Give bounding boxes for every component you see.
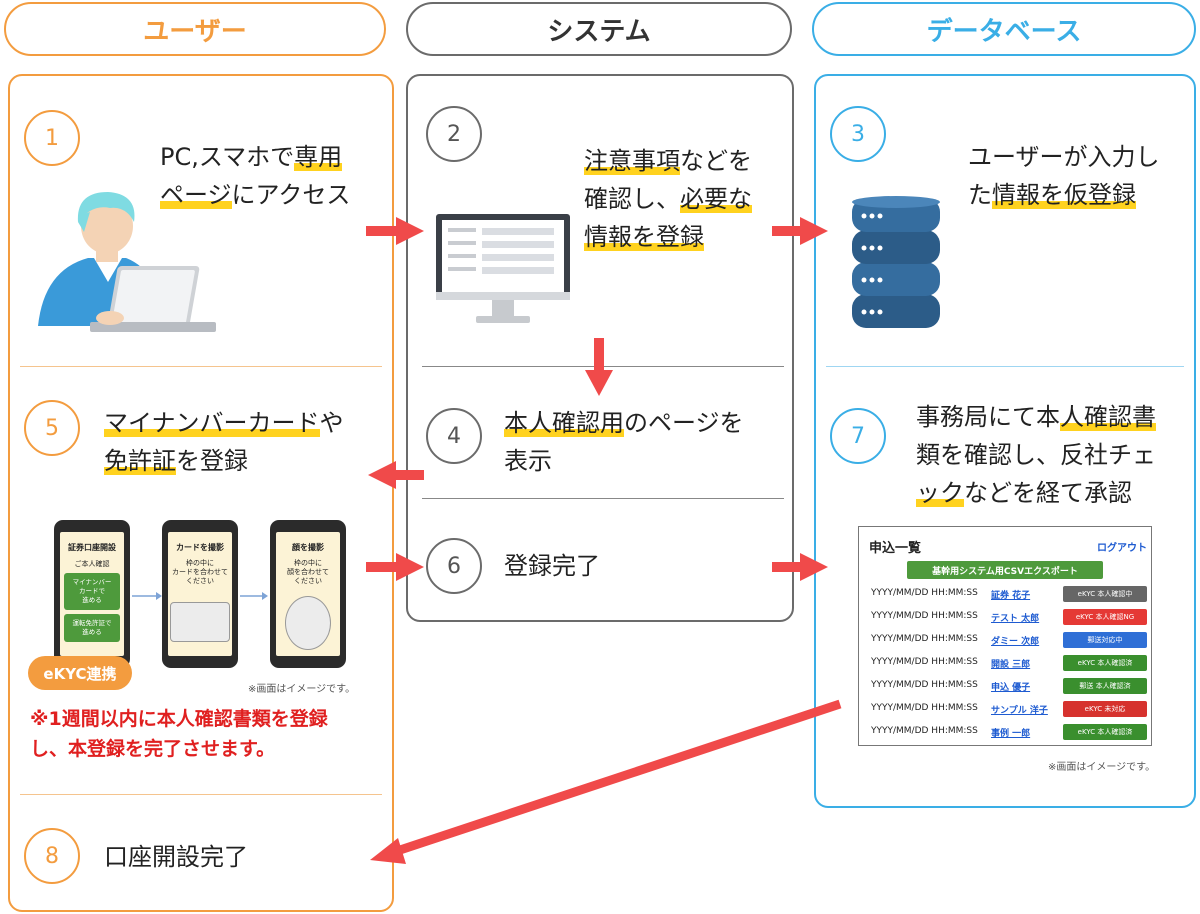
table-row: YYYY/MM/DD HH:MM:SS ダミー 次郎 郵送対応中 [859,631,1149,651]
row-timestamp: YYYY/MM/DD HH:MM:SS [871,588,978,598]
logout-link[interactable]: ログアウト [1097,543,1147,554]
lane-header-system: システム [406,2,792,56]
step-5-text: マイナンバーカードや 免許証を登録 [104,409,344,475]
warning-text: ※1週間以内に本人確認書類を登録 し、本登録を完了させます。 [30,708,328,760]
image-note-db: ※画面はイメージです。 [1048,762,1156,773]
arrow-7-to-8 [370,699,842,864]
arrow-2-to-3 [772,217,828,245]
arrow-6-to-7 [772,553,828,581]
status-badge: eKYC 本人確認済 [1063,724,1147,740]
license-button[interactable]: 運転免許証で 進める [64,614,120,642]
lane-header-database: データベース [812,2,1196,56]
phone-mockup-face: 顔を撮影 枠の中に 顔を合わせて ください [270,520,346,668]
divider-db-1 [826,366,1184,367]
lane-header-user: ユーザー [4,2,386,56]
phone-1-subtitle: ご本人確認 [74,560,110,568]
table-row: YYYY/MM/DD HH:MM:SS テスト 太郎 eKYC 本人確認NG [859,608,1149,628]
admin-panel-title: 申込一覧 [869,541,922,556]
status-badge: eKYC 本人確認済 [1063,655,1147,671]
step-2-text: 注意事項などを 確認し、必要な 情報を登録 [584,147,752,251]
row-name-link[interactable]: 証券 花子 [991,591,1031,601]
step-4-number: 4 [426,408,482,464]
monitor-icon [436,214,570,323]
row-name-link[interactable]: サンプル 洋子 [991,706,1048,716]
admin-panel: 申込一覧 ログアウト 基幹用システム用CSVエクスポート YYYY/MM/DD … [858,526,1152,746]
mynumber-button[interactable]: マイナンバー カードで 進める [64,573,120,610]
table-row: YYYY/MM/DD HH:MM:SS 申込 優子 郵送 本人確認済 [859,677,1149,697]
phone-1-title: 証券口座開設 [68,543,116,552]
status-badge: 郵送 本人確認済 [1063,678,1147,694]
step-3-text: ユーザーが入力し た情報を仮登録 [968,143,1160,209]
phone-flow-arrows [132,592,268,600]
table-row: YYYY/MM/DD HH:MM:SS 開設 三郎 eKYC 本人確認済 [859,654,1149,674]
row-name-link[interactable]: テスト 太郎 [991,614,1040,624]
image-note-user: ※画面はイメージです。 [248,684,356,695]
divider-user-1 [20,366,382,367]
row-timestamp: YYYY/MM/DD HH:MM:SS [871,611,978,621]
table-row: YYYY/MM/DD HH:MM:SS 証券 花子 eKYC 本人確認中 [859,585,1149,605]
row-name-link[interactable]: 事例 一郎 [991,729,1031,739]
arrow-1-to-2 [366,217,424,245]
phone-3-title: 顔を撮影 [292,543,324,552]
person-laptop-icon [38,192,216,332]
divider-system-2 [422,498,784,499]
row-name-link[interactable]: 開設 三郎 [991,660,1031,670]
step-1-number: 1 [24,110,80,166]
phone-mockup-account: 証券口座開設 ご本人確認 マイナンバー カードで 進める 運転免許証で 進める [54,520,130,668]
database-server-icon [852,196,940,328]
step-2-number: 2 [426,106,482,162]
divider-user-2 [20,794,382,795]
table-row: YYYY/MM/DD HH:MM:SS 事例 一郎 eKYC 本人確認済 [859,723,1149,743]
step-7-text: 事務局にて本人確認書 類を確認し、反社チェ ックなどを経て承認 [916,403,1156,507]
step-3-number: 3 [830,106,886,162]
step-1-text: PC,スマホで専用 ページにアクセス [160,143,351,209]
row-name-link[interactable]: 申込 優子 [991,683,1031,693]
arrow-2-to-4 [585,338,613,396]
phone-2-title: カードを撮影 [176,543,224,552]
row-timestamp: YYYY/MM/DD HH:MM:SS [871,726,978,736]
phone-3-subtitle: 枠の中に 顔を合わせて ください [287,559,329,585]
phone-mockup-card: カードを撮影 枠の中に カードを合わせて ください [162,520,238,668]
status-badge: eKYC 本人確認中 [1063,586,1147,602]
arrow-4-to-5 [368,461,424,489]
row-timestamp: YYYY/MM/DD HH:MM:SS [871,634,978,644]
step-6-number: 6 [426,538,482,594]
csv-export-button[interactable]: 基幹用システム用CSVエクスポート [907,561,1103,579]
arrow-5-to-6 [366,553,424,581]
row-timestamp: YYYY/MM/DD HH:MM:SS [871,657,978,667]
table-row: YYYY/MM/DD HH:MM:SS サンプル 洋子 eKYC 未対応 [859,700,1149,720]
card-frame [170,602,230,642]
phone-2-subtitle: 枠の中に カードを合わせて ください [172,559,228,585]
ekyc-badge: eKYC連携 [28,656,132,690]
status-badge: 郵送対応中 [1063,632,1147,648]
step-7-number: 7 [830,408,886,464]
row-name-link[interactable]: ダミー 次郎 [991,637,1040,647]
step-4-text: 本人確認用のページを 表示 [504,409,744,475]
step-6-text: 登録完了 [504,552,600,580]
status-badge: eKYC 本人確認NG [1063,609,1147,625]
row-timestamp: YYYY/MM/DD HH:MM:SS [871,680,978,690]
row-timestamp: YYYY/MM/DD HH:MM:SS [871,703,978,713]
lane-user [8,74,394,912]
step-5-number: 5 [24,400,80,456]
step-8-text: 口座開設完了 [104,843,248,871]
step-8-number: 8 [24,828,80,884]
status-badge: eKYC 未対応 [1063,701,1147,717]
face-frame [285,596,331,650]
